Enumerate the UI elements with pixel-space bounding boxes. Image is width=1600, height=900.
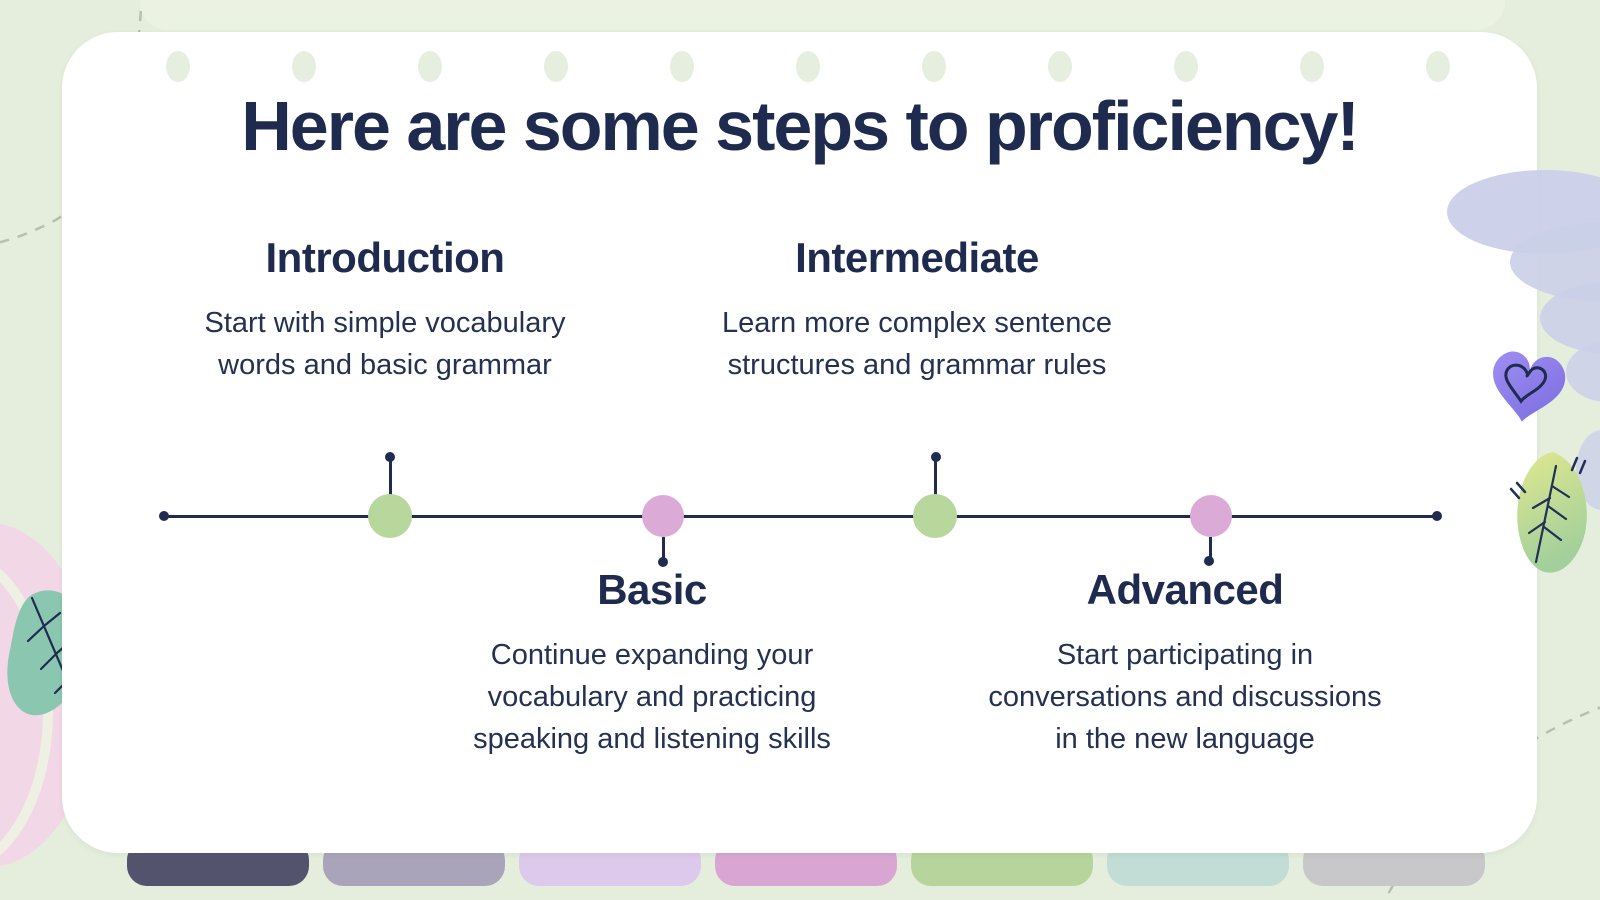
- milestone-title: Intermediate: [795, 234, 1039, 281]
- stem-dot-basic: [658, 557, 668, 567]
- dot-decoration: [292, 50, 316, 82]
- milestone-title: Basic: [597, 566, 707, 613]
- timeline-node-advanced: [1190, 495, 1232, 537]
- dot-decoration: [544, 50, 568, 82]
- timeline-node-basic: [642, 495, 684, 537]
- dot-decoration: [796, 50, 820, 82]
- decorative-dots-row: [166, 50, 1450, 82]
- stem-line-basic: [662, 537, 665, 559]
- slide-title: Here are some steps to proficiency!: [241, 87, 1360, 165]
- timeline-endpoint-dot-right: [1432, 511, 1442, 521]
- stem-line-intermediate: [934, 460, 937, 496]
- dot-decoration: [670, 50, 694, 82]
- slide-card: [62, 32, 1537, 853]
- dot-decoration: [1300, 50, 1324, 82]
- timeline-node-intermediate: [913, 494, 957, 538]
- milestone-description: Continue expanding your vocabulary and p…: [473, 639, 831, 755]
- stem-dot-intermediate: [931, 452, 941, 462]
- dot-decoration: [922, 50, 946, 82]
- milestone-description: Start with simple vocabulary words and b…: [204, 307, 566, 381]
- timeline-endpoint-dot-left: [159, 511, 169, 521]
- milestone-title: Introduction: [265, 234, 505, 281]
- dot-decoration: [1048, 50, 1072, 82]
- dot-decoration: [1174, 50, 1198, 82]
- milestone-basic: Basic Continue expanding your vocabulary…: [407, 566, 897, 760]
- milestone-title: Advanced: [1086, 566, 1284, 613]
- stem-line-advanced: [1209, 537, 1212, 558]
- timeline-line: [164, 515, 1437, 518]
- timeline-node-introduction: [368, 494, 412, 538]
- milestone-introduction: Introduction Start with simple vocabular…: [140, 234, 630, 386]
- milestone-advanced: Advanced Start participating in conversa…: [940, 566, 1430, 760]
- stem-line-introduction: [389, 460, 392, 496]
- stem-dot-advanced: [1204, 556, 1214, 566]
- dot-decoration: [1426, 50, 1450, 82]
- dot-decoration: [166, 50, 190, 82]
- stem-dot-introduction: [385, 452, 395, 462]
- milestone-description: Learn more complex sentence structures a…: [721, 307, 1113, 381]
- dot-decoration: [418, 50, 442, 82]
- top-green-band: [140, 0, 1505, 30]
- milestone-description: Start participating in conversations and…: [988, 639, 1382, 755]
- milestone-intermediate: Intermediate Learn more complex sentence…: [672, 234, 1162, 386]
